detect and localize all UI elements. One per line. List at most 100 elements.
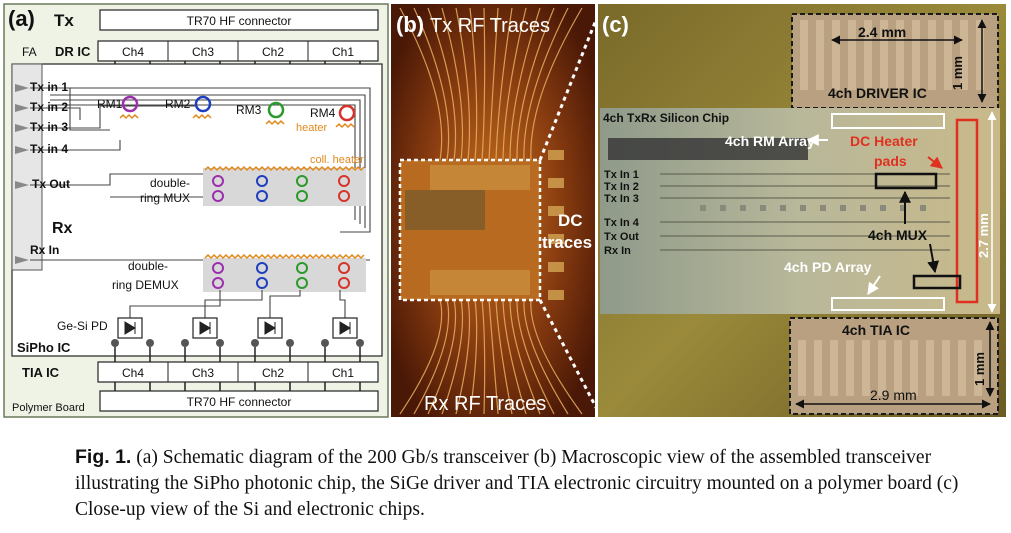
ring [256, 175, 268, 187]
chip-port-labels: Tx In 1 Tx In 2 Tx In 3 Tx In 4 Tx Out R… [604, 169, 640, 257]
port-tx-in-2: Tx In 2 [604, 181, 639, 193]
diode-symbol [124, 321, 136, 335]
ic-pad [974, 340, 982, 396]
ic-pad [846, 340, 854, 396]
test-structure [700, 205, 706, 211]
ic-pad [878, 340, 886, 396]
diode-symbol [339, 321, 351, 335]
tia-ic-label: TIA IC [22, 365, 60, 380]
rm1-heater [119, 113, 139, 120]
rf-trace [455, 299, 471, 415]
tx-in-3-label: Tx in 3 [30, 120, 68, 134]
rf-trace [413, 299, 450, 415]
ic-pad [944, 20, 952, 90]
test-structure [900, 205, 906, 211]
tx-connector [99, 9, 379, 31]
ic-pad [816, 20, 824, 90]
ic-pad [800, 20, 808, 90]
pd-array-arrow [867, 275, 881, 295]
bond-pad [216, 339, 224, 347]
pd-array-box [831, 297, 945, 311]
port-tx-in-1: Tx In 1 [604, 169, 639, 181]
rf-trace [469, 299, 478, 415]
rm-array-waveguides [608, 138, 808, 160]
driver-die [430, 165, 530, 190]
panel-a-label: (a) [8, 6, 35, 31]
heater-label: heater [296, 122, 328, 134]
driver-channel-3: Ch3 [192, 45, 214, 59]
zoom-line-bottom [538, 299, 602, 416]
dr-ic-label: DR IC [55, 44, 91, 59]
ic-pad [928, 20, 936, 90]
driver-channel-1: Ch1 [332, 45, 354, 59]
tia-channel-2: Ch2 [262, 366, 284, 380]
driver-channels: Ch4 Ch3 Ch2 Ch1 [122, 41, 354, 61]
rx-label: Rx [52, 220, 73, 237]
rf-trace [523, 7, 569, 161]
port-tx-in-4: Tx In 4 [604, 217, 640, 229]
dc-pad [548, 206, 564, 216]
ic-pad [894, 340, 902, 396]
rf-trace [481, 299, 486, 415]
caption-text: (a) Schematic diagram of the 200 Gb/s tr… [75, 447, 959, 520]
test-structure [840, 205, 846, 211]
ring [212, 277, 224, 289]
dc-pad [548, 262, 564, 272]
bond-pad [111, 339, 119, 347]
rx-connector [99, 390, 379, 412]
rf-trace [413, 7, 450, 161]
chip-die [405, 190, 485, 230]
ring [338, 262, 350, 274]
dim-top-height: 1 mm [950, 56, 965, 90]
rf-trace [455, 7, 471, 161]
panel-b-label: (b) [396, 12, 424, 37]
rf-trace [523, 299, 569, 415]
rf-trace [530, 7, 583, 161]
driver-ic-label: 4ch DRIVER IC [828, 85, 927, 101]
ic-pad [942, 340, 950, 396]
demux-label-line2: ring DEMUX [112, 278, 179, 292]
ring [212, 175, 224, 187]
port-tx-in-3: Tx In 3 [604, 193, 639, 205]
mux-box-2 [912, 274, 962, 290]
ic-pad [864, 20, 872, 90]
tia-pads [798, 340, 982, 396]
dc-heater-label-line2: pads [874, 153, 907, 169]
rm4-heater [335, 122, 355, 129]
ring [338, 190, 350, 202]
panel-a: (a) Tx TR70 HF connector FA DR IC Ch4 Ch… [3, 3, 389, 418]
panel-c-label: (c) [602, 12, 629, 37]
ic-pad [798, 340, 806, 396]
ring-modulators: RM1 RM2 RM3 RM4 heater [97, 95, 356, 134]
test-structure [800, 205, 806, 211]
dim-bottom-height: 1 mm [972, 352, 987, 386]
rf-trace [441, 299, 464, 415]
pd-label: Ge-Si PD [57, 319, 108, 333]
rm3-heater [265, 119, 285, 126]
demux-rings [212, 262, 350, 289]
rf-trace [509, 299, 541, 415]
rm4-label: RM4 [310, 106, 336, 120]
ic-pad [830, 340, 838, 396]
pd-array-label: 4ch PD Array [784, 259, 872, 275]
bond-pad [181, 339, 189, 347]
caption-label: Fig. 1. [75, 446, 132, 468]
bond-pad [321, 339, 329, 347]
tx-in-2-label: Tx in 2 [30, 100, 68, 114]
rf-trace [427, 299, 457, 415]
mux-heater [204, 165, 365, 172]
mux-label-line1: double- [150, 176, 190, 190]
ring [296, 262, 308, 274]
tx-connector-label: TR70 HF connector [187, 14, 292, 28]
rm3-ring [267, 101, 285, 119]
tx-in-1-label: Tx in 1 [30, 80, 68, 94]
bond-pad [146, 339, 154, 347]
bond-pad [251, 339, 259, 347]
polymer-board-label: Polymer Board [12, 402, 85, 414]
fa-label: FA [22, 45, 37, 59]
test-structure [720, 205, 726, 211]
ic-pad [848, 20, 856, 90]
ic-pad [976, 20, 984, 90]
rm2-ring [194, 95, 212, 113]
ic-pad [896, 20, 904, 90]
